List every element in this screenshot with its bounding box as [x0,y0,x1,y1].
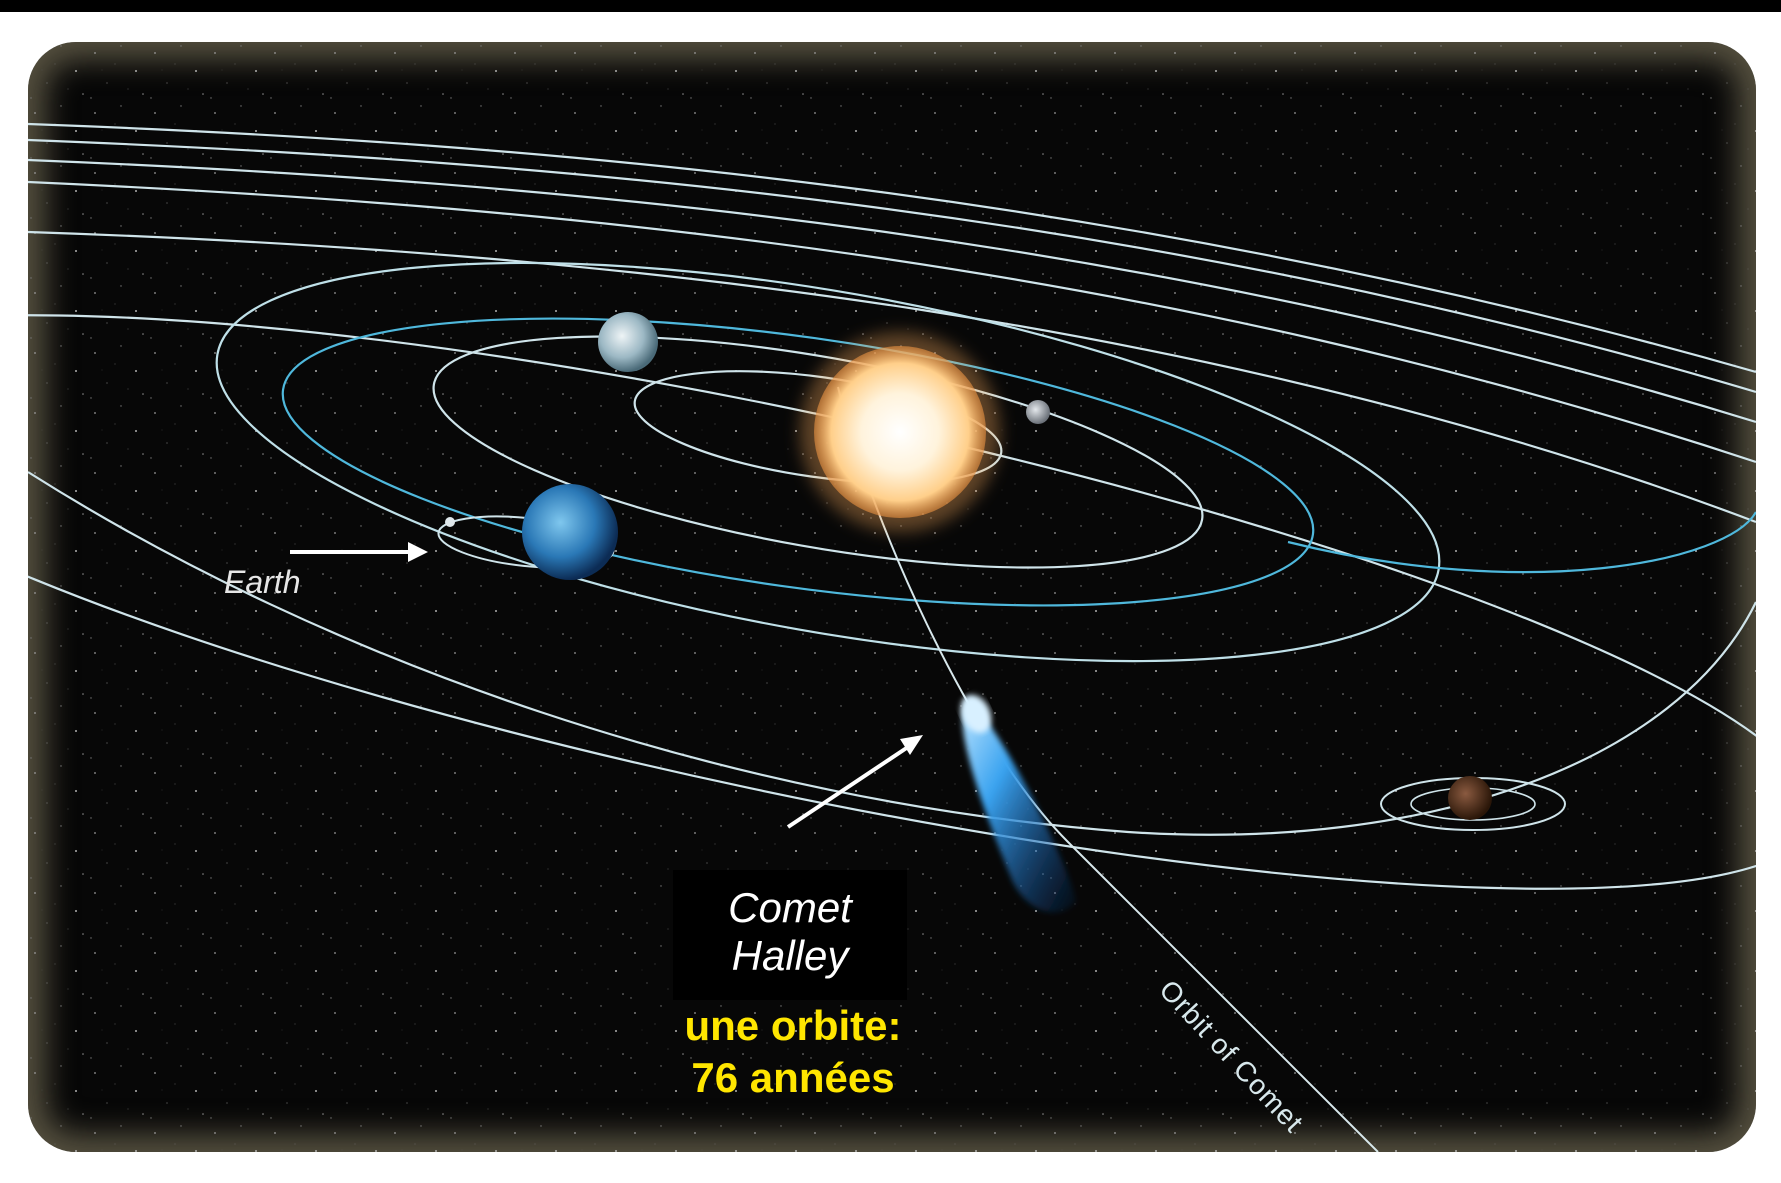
comet-arrow [786,735,923,829]
earth-label: Earth [224,564,301,600]
venus-planet [598,312,658,372]
moon [445,517,455,527]
top-border [0,0,1781,12]
orbit-period-line2: 76 années [691,1054,895,1101]
solar-system-illustration: Earth Comet Halley une orbite: 76 années… [28,42,1756,1152]
mars-orbit [215,261,1441,663]
orbit-period-line1: une orbite: [684,1002,902,1049]
comet-label-line2: Halley [731,932,849,979]
mercury-planet [1026,400,1050,424]
comet-label-box: Comet Halley [673,870,907,1000]
earth-orbit [281,317,1315,607]
outer-orbits [28,122,1756,524]
comet-label-line1: Comet [728,884,852,931]
comet-halley [960,694,1076,913]
sun [814,346,986,518]
orbit-blue-segment [1287,511,1756,574]
mars-planet [1448,776,1492,820]
earth-arrow [290,542,428,562]
earth-planet [522,484,618,580]
